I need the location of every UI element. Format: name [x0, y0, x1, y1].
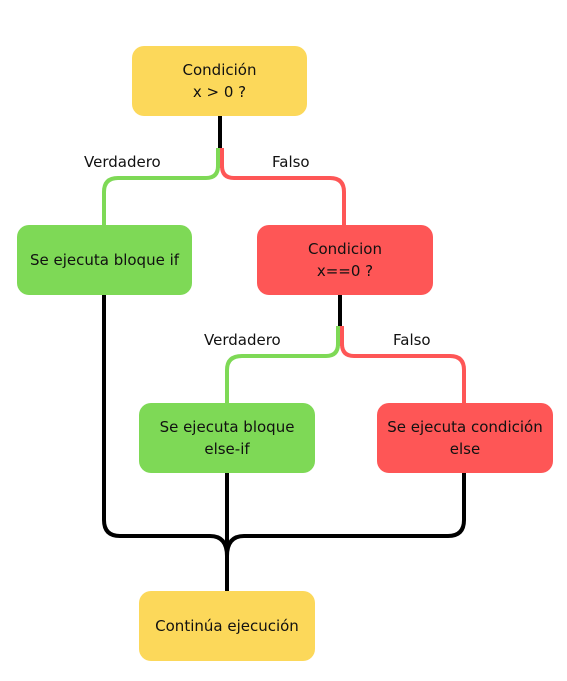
connector-cond2-false	[340, 343, 466, 404]
else-block-line1: Se ejecuta condición	[387, 418, 543, 436]
else-block-line2: else	[449, 440, 481, 458]
else-if-block-line1: Se ejecuta bloque	[159, 418, 295, 436]
connector-cond1-false	[220, 165, 346, 226]
if-block-node: Se ejecuta bloque if	[17, 225, 192, 295]
continue-line1: Continúa ejecución	[155, 617, 299, 635]
if-block-line1: Se ejecuta bloque if	[29, 251, 180, 269]
edge-label-cond1-false: Falso	[272, 153, 310, 171]
condition-1-node: Condición x > 0 ?	[132, 46, 307, 116]
connector-cond1-true	[102, 165, 220, 226]
condition-2-line2: x==0 ?	[316, 262, 374, 280]
else-if-block-line2: else-if	[204, 440, 250, 458]
edge-label-cond2-true: Verdadero	[204, 331, 281, 349]
condition-2-node: Condicion x==0 ?	[257, 225, 433, 295]
edge-label-cond2-false: Falso	[393, 331, 431, 349]
else-if-block-node: Se ejecuta bloque else-if	[139, 403, 315, 473]
edge-label-cond1-true: Verdadero	[84, 153, 161, 171]
continue-node: Continúa ejecución	[139, 591, 315, 661]
connector-cond2-true	[225, 343, 340, 404]
condition-1-line2: x > 0 ?	[192, 83, 247, 101]
condition-2-line1: Condicion	[308, 240, 382, 258]
connector-else-merge	[225, 472, 466, 557]
condition-1-line1: Condición	[182, 61, 257, 79]
else-block-node: Se ejecuta condición else	[377, 403, 553, 473]
